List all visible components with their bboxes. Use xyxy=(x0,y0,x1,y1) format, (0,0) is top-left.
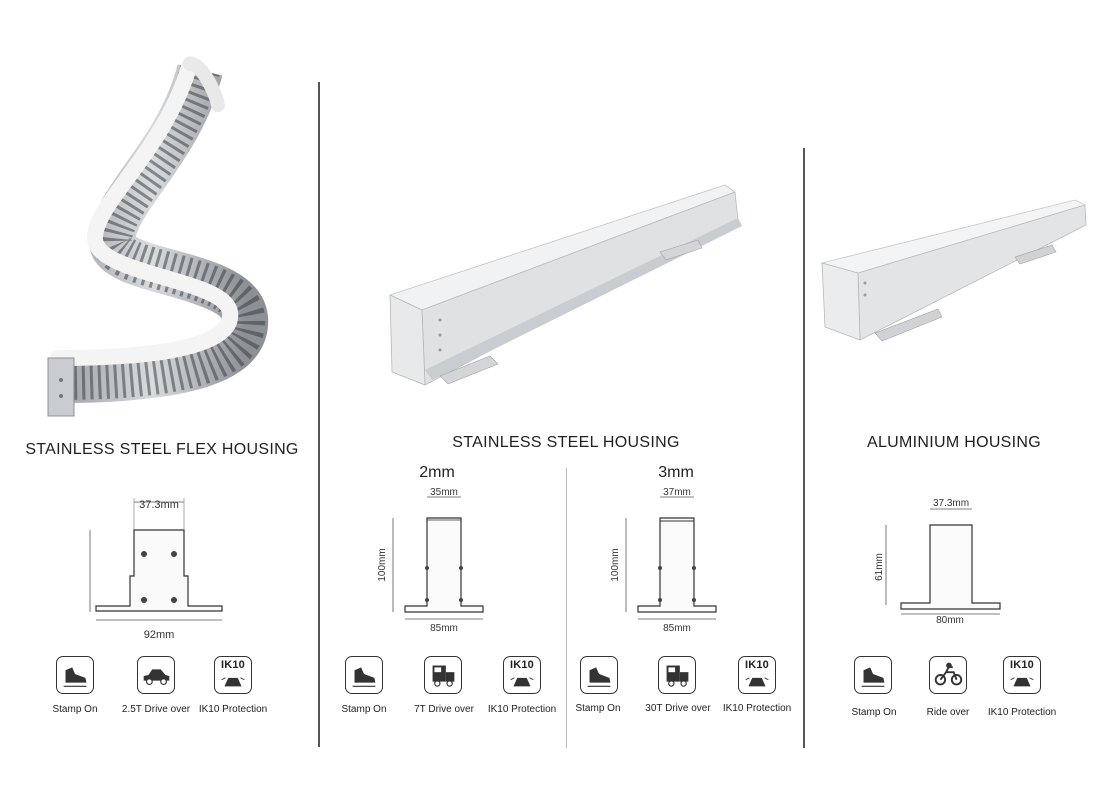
stamp-on-label: Stamp On xyxy=(341,704,387,715)
drive-over-badge xyxy=(137,656,175,694)
ik10-badge: IK10 xyxy=(214,656,252,694)
stainless-3mm-cross-section: 37mm 100mm 85mm xyxy=(610,487,717,634)
shoe-icon xyxy=(587,667,611,687)
flex-housing-title: STAINLESS STEEL FLEX HOUSING xyxy=(25,441,299,458)
aluminium-cross-section: 37.3mm 61mm 80mm xyxy=(874,498,1001,626)
drive-over-label: 30T Drive over xyxy=(645,703,711,714)
ride-over-badge xyxy=(929,656,967,694)
drive-over-label: 2.5T Drive over xyxy=(121,704,191,715)
truck-icon xyxy=(432,665,455,687)
stainless-housing-title: STAINLESS STEEL HOUSING xyxy=(452,434,680,451)
stamp-on-label: Stamp On xyxy=(52,704,98,715)
aluminium-top-dimension: 37.3mm xyxy=(933,498,969,509)
drive-over-badge xyxy=(424,656,462,694)
ik10-icon xyxy=(1010,677,1034,687)
ik10-text: IK10 xyxy=(1009,659,1035,671)
shoe-icon xyxy=(63,667,87,687)
ik10-icon xyxy=(510,677,534,687)
ik10-text: IK10 xyxy=(220,659,246,671)
thickness-2mm-label: 2mm xyxy=(419,464,455,481)
motorcycle-icon xyxy=(934,662,963,686)
flex-top-dimension: 37.3mm xyxy=(139,499,179,511)
ik10-protection-label: IK10 Protection xyxy=(487,704,557,715)
shoe-icon xyxy=(861,667,885,687)
variant-divider xyxy=(566,468,567,748)
stainless-2mm-cross-section: 35mm 100mm 85mm xyxy=(377,487,484,634)
flex-housing-image xyxy=(40,50,280,430)
stamp-on-badge xyxy=(345,656,383,694)
stainless-2mm-bottom-dimension: 85mm xyxy=(430,623,458,634)
aluminium-bottom-dimension: 80mm xyxy=(936,615,964,626)
thickness-3mm-label: 3mm xyxy=(658,464,694,481)
stainless-2mm-side-dimension: 100mm xyxy=(377,548,388,581)
ik10-badge: IK10 xyxy=(503,656,541,694)
ik10-protection-label: IK10 Protection xyxy=(722,703,792,714)
car-icon xyxy=(143,669,170,686)
stamp-on-label: Stamp On xyxy=(575,703,621,714)
aluminium-side-dimension: 61mm xyxy=(874,553,885,581)
ik10-text: IK10 xyxy=(509,659,535,671)
column-divider-right xyxy=(803,148,805,748)
ik10-protection-label: IK10 Protection xyxy=(987,707,1057,718)
stamp-on-badge xyxy=(56,656,94,694)
ik10-badge: IK10 xyxy=(738,656,776,694)
drive-over-badge xyxy=(658,656,696,694)
aluminium-housing-image xyxy=(820,195,1090,345)
stainless-3mm-top-dimension: 37mm xyxy=(663,487,691,498)
stamp-on-badge xyxy=(580,656,618,694)
ik10-badge: IK10 xyxy=(1003,656,1041,694)
stainless-housing-image xyxy=(380,180,750,390)
aluminium-housing-title: ALUMINIUM HOUSING xyxy=(867,434,1041,451)
stamp-on-label: Stamp On xyxy=(851,707,897,718)
ik10-icon xyxy=(745,677,769,687)
column-divider-left xyxy=(318,82,320,747)
drive-over-label: 7T Drive over xyxy=(414,704,474,715)
stainless-3mm-side-dimension: 100mm xyxy=(610,548,621,581)
truck-icon xyxy=(666,665,689,687)
stainless-3mm-bottom-dimension: 85mm xyxy=(663,623,691,634)
ik10-protection-label: IK10 Protection xyxy=(198,704,268,715)
shoe-icon xyxy=(352,667,376,687)
stainless-2mm-top-dimension: 35mm xyxy=(430,487,458,498)
flex-housing-cross-section: 37.3mm 61mm 92mm xyxy=(89,498,223,641)
ik10-text: IK10 xyxy=(744,659,770,671)
stamp-on-badge xyxy=(854,656,892,694)
ride-over-label: Ride over xyxy=(926,707,970,718)
ik10-icon xyxy=(221,677,245,687)
flex-bottom-dimension: 92mm xyxy=(144,629,175,641)
